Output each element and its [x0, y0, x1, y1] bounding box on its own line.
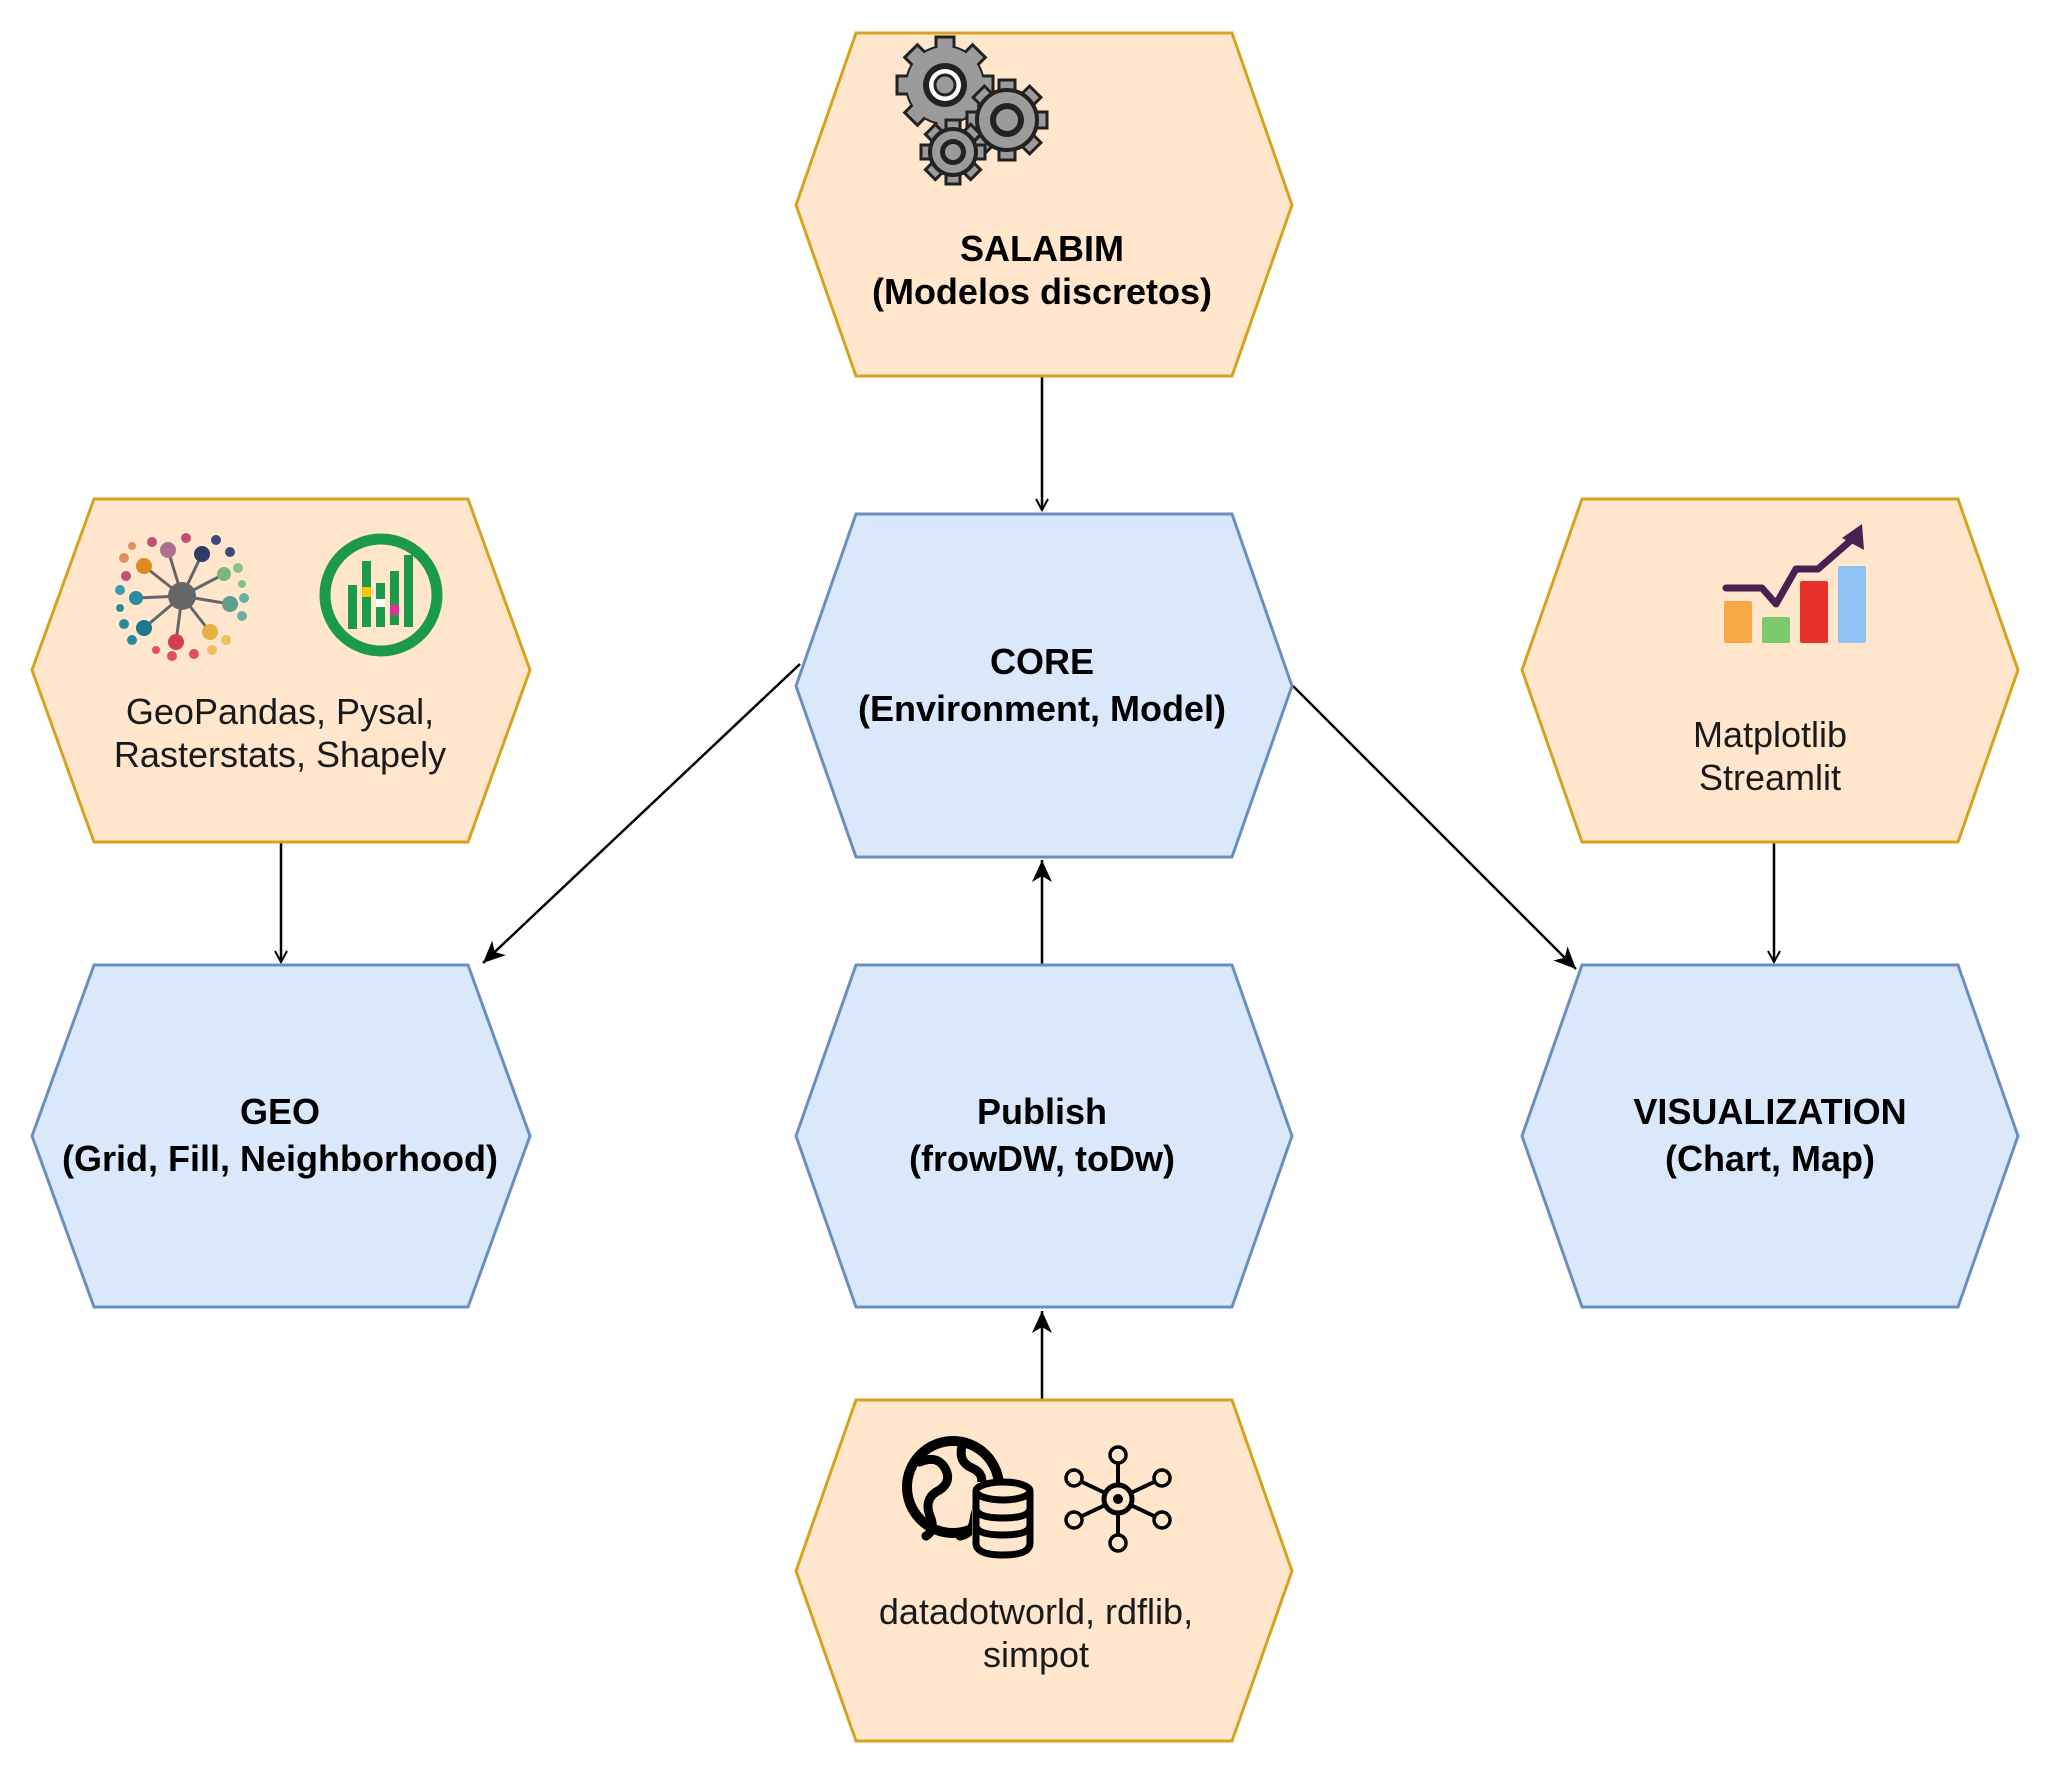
node-publish-libs: datadotworld, rdflib, simpot: [794, 1398, 1294, 1743]
node-salabim: SALABIM (Modelos discretos): [794, 31, 1294, 378]
viz-libs-line1: Matplotlib: [1693, 714, 1847, 755]
node-geo-libs: GeoPandas, Pysal, Rasterstats, Shapely: [30, 497, 532, 844]
geo-libs-line1: GeoPandas, Pysal,: [126, 691, 434, 732]
salabim-title: SALABIM: [960, 228, 1124, 269]
hexagon-shape: [794, 31, 1294, 378]
geo-title: GEO: [240, 1091, 320, 1132]
hexagon-shape: [794, 963, 1294, 1309]
node-viz-libs: Matplotlib Streamlit: [1520, 497, 2020, 844]
node-core: CORE (Environment, Model): [794, 512, 1294, 859]
pysal-network-icon: [115, 533, 249, 661]
node-publish: Publish (frowDW, toDw): [794, 963, 1294, 1309]
hexagon-shape: [794, 512, 1294, 859]
visualization-title: VISUALIZATION: [1633, 1091, 1906, 1132]
publish-subtitle: (frowDW, toDw): [909, 1138, 1175, 1179]
node-geo: GEO (Grid, Fill, Neighborhood): [30, 963, 532, 1309]
publish-libs-line1: datadotworld, rdflib,: [879, 1591, 1193, 1632]
growth-chart-icon: [1722, 524, 1866, 643]
salabim-subtitle: (Modelos discretos): [872, 271, 1212, 312]
visualization-subtitle: (Chart, Map): [1665, 1138, 1875, 1179]
edge-core-geo: [482, 663, 801, 964]
globe-database-icon: [902, 1436, 1034, 1559]
hexagon-shape: [794, 1398, 1294, 1743]
graph-network-icon: [1064, 1445, 1172, 1553]
core-subtitle: (Environment, Model): [858, 688, 1226, 729]
hexagon-shape: [1520, 497, 2020, 844]
geo-subtitle: (Grid, Fill, Neighborhood): [62, 1138, 498, 1179]
hexagon-shape: [1520, 963, 2020, 1309]
hexagon-shape: [30, 963, 532, 1309]
node-visualization: VISUALIZATION (Chart, Map): [1520, 963, 2020, 1309]
publish-libs-line2: simpot: [983, 1634, 1089, 1675]
core-title: CORE: [990, 641, 1094, 682]
edges: [281, 376, 1774, 1400]
rasterstats-icon: [319, 533, 443, 657]
hexagon-shape: [30, 497, 532, 844]
geo-libs-line2: Rasterstats, Shapely: [114, 734, 446, 775]
viz-libs-line2: Streamlit: [1699, 757, 1841, 798]
edge-core-visualization: [1292, 685, 1577, 970]
publish-title: Publish: [977, 1091, 1107, 1132]
gears-icon: [895, 35, 1049, 186]
